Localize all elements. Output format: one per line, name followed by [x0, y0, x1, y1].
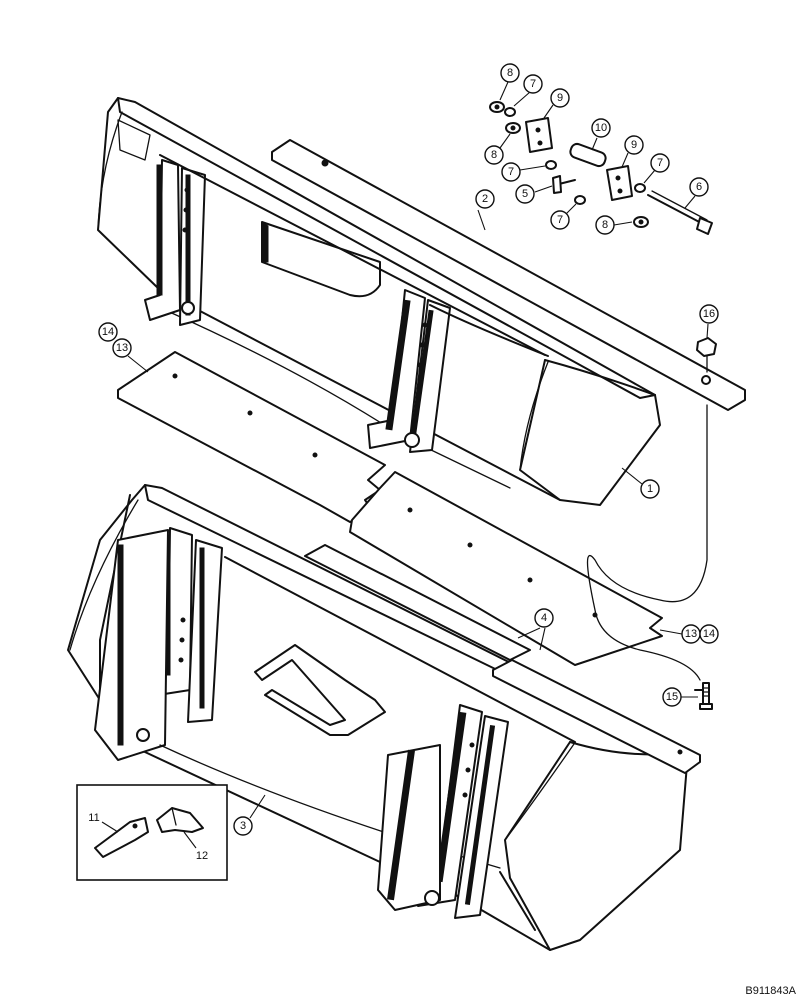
svg-text:7: 7 [508, 166, 514, 178]
svg-text:16: 16 [703, 308, 715, 320]
callout-13b[interactable]: 13 [659, 624, 701, 644]
callout-10[interactable]: 10 [591, 118, 611, 151]
callout-4[interactable]: 4 [517, 608, 554, 651]
svg-text:15: 15 [666, 691, 678, 703]
upper-cutting-edge-plate [117, 351, 386, 523]
callout-16[interactable]: 16 [699, 304, 719, 339]
callout-7c[interactable]: 7 [550, 203, 577, 230]
svg-text:7: 7 [657, 157, 663, 169]
svg-text:10: 10 [595, 122, 607, 134]
svg-text:8: 8 [602, 219, 608, 231]
svg-text:13: 13 [685, 628, 697, 640]
callout-7a[interactable]: 7 [513, 74, 543, 107]
svg-text:9: 9 [631, 139, 637, 151]
svg-text:7: 7 [557, 214, 563, 226]
callout-2[interactable]: 2 [475, 189, 495, 231]
callout-9b[interactable]: 9 [621, 135, 644, 168]
callout-12[interactable]: 12 [183, 831, 208, 862]
svg-text:7: 7 [530, 78, 536, 90]
callout-9a[interactable]: 9 [543, 88, 570, 119]
svg-text:11: 11 [88, 812, 99, 824]
upper-bucket-illustration [97, 97, 661, 506]
callout-6[interactable]: 6 [684, 177, 709, 209]
callout-14b[interactable]: 14 [699, 624, 719, 644]
callout-8b[interactable]: 8 [484, 133, 511, 165]
callout-7d[interactable]: 7 [643, 153, 670, 184]
callout-13a[interactable]: 13 [112, 338, 149, 373]
tooth-inset-box [76, 784, 228, 881]
callout-1[interactable]: 1 [621, 467, 660, 499]
lower-cutting-edge-plate [349, 471, 663, 666]
callout-7b[interactable]: 7 [501, 162, 546, 182]
svg-text:14: 14 [102, 326, 114, 338]
svg-text:8: 8 [491, 149, 497, 161]
callout-5[interactable]: 5 [515, 184, 553, 204]
svg-text:14: 14 [703, 628, 715, 640]
svg-text:1: 1 [647, 483, 653, 495]
svg-text:12: 12 [196, 850, 208, 862]
svg-text:8: 8 [507, 67, 513, 79]
callout-14a[interactable]: 14 [98, 322, 118, 342]
bolt-15 [694, 682, 713, 710]
callout-11[interactable]: 11 [88, 812, 119, 833]
assembly-leader-16-to-15 [586, 404, 708, 681]
svg-text:9: 9 [557, 92, 563, 104]
svg-text:4: 4 [541, 612, 547, 624]
svg-text:5: 5 [522, 188, 528, 200]
svg-text:13: 13 [116, 342, 128, 354]
callout-15[interactable]: 15 [662, 687, 698, 707]
mounting-hardware-group [489, 101, 717, 373]
svg-text:2: 2 [482, 193, 488, 205]
callout-8a[interactable]: 8 [499, 63, 520, 101]
wear-strip-2 [271, 139, 746, 411]
callout-3[interactable]: 3 [233, 794, 266, 836]
svg-text:3: 3 [240, 820, 246, 832]
svg-text:6: 6 [696, 181, 702, 193]
figure-reference-code: B911843A [745, 985, 796, 997]
wear-strips-4 [304, 544, 701, 774]
callout-8c[interactable]: 8 [595, 215, 633, 235]
